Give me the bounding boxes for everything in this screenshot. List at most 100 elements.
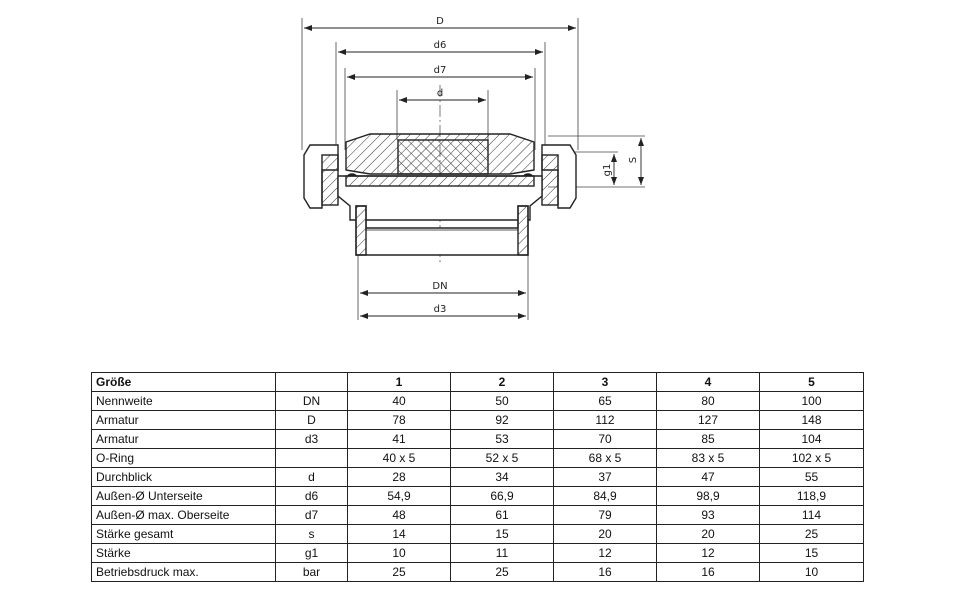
spec-table: Größe 1 2 3 4 5 Nennweite DN 40 50 65 80… bbox=[91, 372, 864, 582]
label-g1: g1 bbox=[602, 164, 613, 177]
table-cell: 85 bbox=[656, 429, 760, 449]
table-cell: 14 bbox=[347, 524, 451, 544]
header-symbol bbox=[275, 372, 348, 392]
row-label: Betriebsdruck max. bbox=[91, 562, 276, 582]
table-cell: 114 bbox=[759, 505, 864, 525]
row-label: O-Ring bbox=[91, 448, 276, 468]
label-d7: d7 bbox=[434, 65, 447, 76]
row-symbol: s bbox=[275, 524, 348, 544]
cross-section bbox=[303, 133, 577, 256]
row-symbol: g1 bbox=[275, 543, 348, 563]
lower-body bbox=[337, 175, 543, 221]
table-cell: 80 bbox=[656, 391, 760, 411]
row-symbol: DN bbox=[275, 391, 348, 411]
table-cell: 127 bbox=[656, 410, 760, 430]
header-label: Größe bbox=[91, 372, 276, 392]
dimension-labels: D d6 d7 d DN d3 g1 S bbox=[432, 16, 639, 315]
row-label: Stärke gesamt bbox=[91, 524, 276, 544]
table-cell: 148 bbox=[759, 410, 864, 430]
table-row: Stärke gesamt s 14 15 20 20 25 bbox=[91, 524, 864, 544]
table-cell: 68 x 5 bbox=[553, 448, 657, 468]
header-size: 1 bbox=[347, 372, 451, 392]
row-label: Außen-Ø max. Oberseite bbox=[91, 505, 276, 525]
table-cell: 20 bbox=[656, 524, 760, 544]
table-row: Armatur d3 41 53 70 85 104 bbox=[91, 429, 864, 449]
table-cell: 83 x 5 bbox=[656, 448, 760, 468]
table-cell: 28 bbox=[347, 467, 451, 487]
table-row: Armatur D 78 92 112 127 148 bbox=[91, 410, 864, 430]
table-cell: 16 bbox=[553, 562, 657, 582]
table-row: Durchblick d 28 34 37 47 55 bbox=[91, 467, 864, 487]
table-cell: 65 bbox=[553, 391, 657, 411]
table-cell: 98,9 bbox=[656, 486, 760, 506]
row-label: Stärke bbox=[91, 543, 276, 563]
label-d6: d6 bbox=[434, 40, 447, 51]
row-symbol: d6 bbox=[275, 486, 348, 506]
table-cell: 41 bbox=[347, 429, 451, 449]
label-d3: d3 bbox=[434, 304, 447, 315]
table-cell: 52 x 5 bbox=[450, 448, 554, 468]
table-row: Nennweite DN 40 50 65 80 100 bbox=[91, 391, 864, 411]
table-cell: 61 bbox=[450, 505, 554, 525]
row-label: Nennweite bbox=[91, 391, 276, 411]
dimension-lines bbox=[304, 25, 644, 319]
table-cell: 10 bbox=[759, 562, 864, 582]
row-symbol: d bbox=[275, 467, 348, 487]
table-row: Außen-Ø Unterseite d6 54,9 66,9 84,9 98,… bbox=[91, 486, 864, 506]
table-cell: 118,9 bbox=[759, 486, 864, 506]
header-size: 3 bbox=[553, 372, 657, 392]
row-symbol: bar bbox=[275, 562, 348, 582]
table-cell: 10 bbox=[347, 543, 451, 563]
table-row: Betriebsdruck max. bar 25 25 16 16 10 bbox=[91, 562, 864, 582]
table-cell: 11 bbox=[450, 543, 554, 563]
label-s: S bbox=[628, 157, 639, 163]
row-symbol: d3 bbox=[275, 429, 348, 449]
table-cell: 100 bbox=[759, 391, 864, 411]
table-cell: 55 bbox=[759, 467, 864, 487]
row-symbol: d7 bbox=[275, 505, 348, 525]
table-cell: 15 bbox=[450, 524, 554, 544]
table-row: Außen-Ø max. Oberseite d7 48 61 79 93 11… bbox=[91, 505, 864, 525]
row-label: Armatur bbox=[91, 410, 276, 430]
table-header-row: Größe 1 2 3 4 5 bbox=[91, 372, 864, 392]
row-symbol bbox=[275, 448, 348, 468]
table-cell: 40 bbox=[347, 391, 451, 411]
table-cell: 84,9 bbox=[553, 486, 657, 506]
row-label: Armatur bbox=[91, 429, 276, 449]
table-cell: 12 bbox=[553, 543, 657, 563]
table-cell: 34 bbox=[450, 467, 554, 487]
header-size: 5 bbox=[759, 372, 864, 392]
label-D: D bbox=[436, 16, 444, 27]
table-cell: 20 bbox=[553, 524, 657, 544]
table-cell: 78 bbox=[347, 410, 451, 430]
header-size: 4 bbox=[656, 372, 760, 392]
sight-glass-drawing: D d6 d7 d DN d3 g1 S bbox=[301, 16, 645, 320]
table-cell: 37 bbox=[553, 467, 657, 487]
table-cell: 53 bbox=[450, 429, 554, 449]
table-cell: 47 bbox=[656, 467, 760, 487]
table-cell: 92 bbox=[450, 410, 554, 430]
label-DN: DN bbox=[432, 281, 447, 292]
row-label: Außen-Ø Unterseite bbox=[91, 486, 276, 506]
table-row: O-Ring 40 x 5 52 x 5 68 x 5 83 x 5 102 x… bbox=[91, 448, 864, 468]
table-cell: 50 bbox=[450, 391, 554, 411]
label-d: d bbox=[437, 88, 443, 99]
row-symbol: D bbox=[275, 410, 348, 430]
table-cell: 102 x 5 bbox=[759, 448, 864, 468]
table-cell: 104 bbox=[759, 429, 864, 449]
table-cell: 15 bbox=[759, 543, 864, 563]
table-cell: 16 bbox=[656, 562, 760, 582]
table-row: Stärke g1 10 11 12 12 15 bbox=[91, 543, 864, 563]
table-cell: 25 bbox=[759, 524, 864, 544]
row-label: Durchblick bbox=[91, 467, 276, 487]
table-cell: 25 bbox=[347, 562, 451, 582]
sight-glass bbox=[397, 139, 489, 175]
table-cell: 40 x 5 bbox=[347, 448, 451, 468]
table-cell: 25 bbox=[450, 562, 554, 582]
table-cell: 93 bbox=[656, 505, 760, 525]
table-cell: 79 bbox=[553, 505, 657, 525]
table-cell: 48 bbox=[347, 505, 451, 525]
table-cell: 112 bbox=[553, 410, 657, 430]
table-cell: 12 bbox=[656, 543, 760, 563]
table-cell: 66,9 bbox=[450, 486, 554, 506]
